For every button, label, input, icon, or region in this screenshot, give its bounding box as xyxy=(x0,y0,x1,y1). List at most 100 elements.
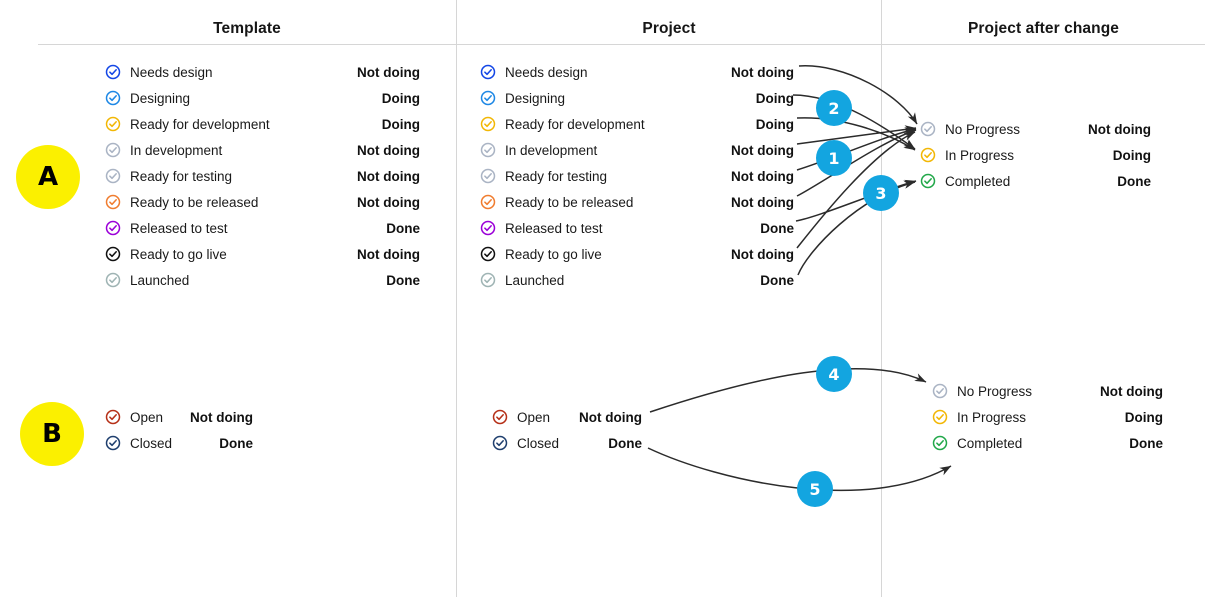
check-circle-icon xyxy=(480,142,496,158)
status-row[interactable]: Ready for development Doing xyxy=(105,111,420,137)
column-divider-left xyxy=(456,0,457,597)
section-badge-a: A xyxy=(16,145,80,209)
check-circle-icon xyxy=(105,142,121,158)
column-header-project: Project xyxy=(642,20,696,37)
status-value: Not doing xyxy=(731,194,794,210)
status-label: Needs design xyxy=(130,64,213,80)
status-label: Ready for testing xyxy=(505,168,608,184)
mapping-badge-4[interactable]: 4 xyxy=(816,356,852,392)
check-circle-icon xyxy=(105,64,121,80)
check-circle-icon xyxy=(105,246,121,262)
status-value: Done xyxy=(1117,173,1151,189)
check-circle-icon xyxy=(480,220,496,236)
check-circle-icon xyxy=(932,435,948,451)
status-label: Completed xyxy=(945,173,1011,189)
arrow-in-development-to-no-progress xyxy=(796,125,917,145)
status-row[interactable]: No Progress Not doing xyxy=(920,116,1151,142)
status-row[interactable]: Ready to go live Not doing xyxy=(105,241,420,267)
column-divider-right xyxy=(881,0,882,597)
status-row[interactable]: Ready for testing Not doing xyxy=(480,163,794,189)
mapping-badge-1[interactable]: 1 xyxy=(816,140,852,176)
arrow-open-to-no-progress xyxy=(649,367,927,413)
check-circle-icon xyxy=(480,168,496,184)
check-circle-icon xyxy=(932,383,948,399)
status-label: Completed xyxy=(957,435,1023,451)
status-value: Not doing xyxy=(190,409,253,425)
status-label: Ready for development xyxy=(130,116,270,132)
status-row[interactable]: Completed Done xyxy=(920,168,1151,194)
check-circle-icon xyxy=(920,173,936,189)
status-label: Launched xyxy=(130,272,190,288)
status-value: Not doing xyxy=(731,168,794,184)
status-value: Doing xyxy=(755,90,794,106)
status-value: Doing xyxy=(381,90,420,106)
arrow-ready-for-development-to-in-progress xyxy=(796,117,916,151)
status-value: Done xyxy=(760,272,794,288)
status-value: Done xyxy=(386,272,420,288)
status-value: Not doing xyxy=(1088,121,1151,137)
status-label: Closed xyxy=(130,435,173,451)
check-circle-icon xyxy=(492,409,508,425)
header-underline xyxy=(38,44,1205,45)
mapping-badge-5[interactable]: 5 xyxy=(797,471,833,507)
status-label: Open xyxy=(517,409,551,425)
status-label: Ready to go live xyxy=(130,246,227,262)
status-label: Ready to be released xyxy=(130,194,259,210)
mapping-badge-2[interactable]: 2 xyxy=(816,90,852,126)
mapping-badge-3[interactable]: 3 xyxy=(863,175,899,211)
status-row[interactable]: Released to test Done xyxy=(105,215,420,241)
status-label: Open xyxy=(130,409,164,425)
check-circle-icon xyxy=(480,90,496,106)
status-label: Launched xyxy=(505,272,565,288)
check-circle-icon xyxy=(920,147,936,163)
status-value: Done xyxy=(386,220,420,236)
arrow-ready-to-be-released-to-no-progress xyxy=(796,129,917,197)
check-circle-icon xyxy=(480,246,496,262)
status-value: Done xyxy=(219,435,253,451)
arrow-designing-to-in-progress xyxy=(792,94,916,150)
status-value: Not doing xyxy=(357,246,420,262)
status-label: In development xyxy=(130,142,223,158)
status-value: Not doing xyxy=(1100,383,1163,399)
status-label: In development xyxy=(505,142,598,158)
status-row[interactable]: Closed Done xyxy=(105,430,253,456)
status-value: Not doing xyxy=(357,168,420,184)
status-value: Done xyxy=(608,435,642,451)
status-label: Ready to be released xyxy=(505,194,634,210)
status-value: Doing xyxy=(381,116,420,132)
status-row[interactable]: Launched Done xyxy=(480,267,794,293)
status-row[interactable]: Launched Done xyxy=(105,267,420,293)
status-row[interactable]: Ready to be released Not doing xyxy=(480,189,794,215)
check-circle-icon xyxy=(105,194,121,210)
check-circle-icon xyxy=(105,116,121,132)
check-circle-icon xyxy=(920,121,936,137)
check-circle-icon xyxy=(105,168,121,184)
status-label: Released to test xyxy=(130,220,228,236)
status-value: Doing xyxy=(755,116,794,132)
status-label: No Progress xyxy=(945,121,1021,137)
status-label: Needs design xyxy=(505,64,588,80)
status-row[interactable]: Open Not doing xyxy=(105,404,253,430)
check-circle-icon xyxy=(932,409,948,425)
